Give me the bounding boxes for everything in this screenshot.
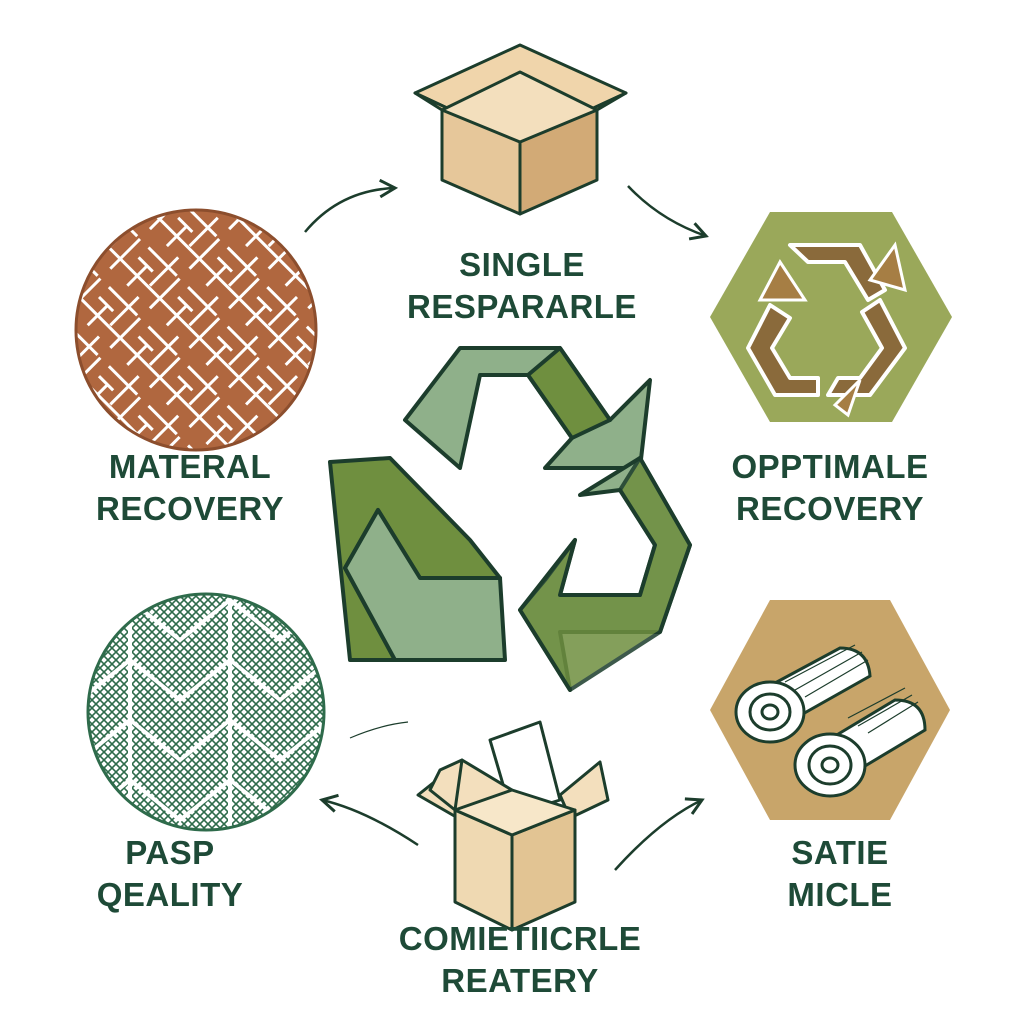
label-material-recovery: MATERAL RECOVERY xyxy=(40,446,340,530)
label-comieticrle-reatery: COMIETIICRLE REATERY xyxy=(330,918,710,1002)
label-pasp-line2: QEALITY xyxy=(96,876,244,913)
label-material-line2: RECOVERY xyxy=(96,490,284,527)
label-optimale-line2: RECOVERY xyxy=(736,490,924,527)
label-pasp-line1: PASP xyxy=(125,834,215,871)
arrow-comie-to-satie xyxy=(614,797,705,871)
arrow-material-to-box xyxy=(304,178,399,233)
paper-rolls-hexagon-icon xyxy=(710,600,950,820)
herringbone-mesh-circle xyxy=(86,592,326,832)
cycle-arrows xyxy=(304,178,709,871)
label-single-resparable: SINGLE RESPARARLE xyxy=(372,244,672,328)
label-satie-line1: SATIE xyxy=(791,834,889,871)
label-material-line1: MATERAL xyxy=(108,448,272,485)
label-satie-line2: MICLE xyxy=(787,876,893,913)
label-optimale-recovery: OPPTIMALE RECOVERY xyxy=(680,446,980,530)
faint-arrow-line xyxy=(349,721,409,739)
arrow-box-to-optimale xyxy=(627,185,709,241)
label-comie-line1: COMIETIICRLE xyxy=(398,920,642,957)
cardboard-box-icon xyxy=(413,43,628,216)
label-single-line1: SINGLE xyxy=(459,246,585,283)
recycle-hexagon-icon xyxy=(710,212,952,422)
label-satie-micle: SATIE MICLE xyxy=(710,832,970,916)
arrow-comie-to-pasp xyxy=(318,793,419,847)
recycle-symbol-icon xyxy=(328,346,692,692)
open-box-icon xyxy=(416,720,610,932)
label-pasp-qeality: PASP QEALITY xyxy=(40,832,300,916)
label-single-line2: RESPARARLE xyxy=(407,288,637,325)
label-optimale-line1: OPPTIMALE xyxy=(731,448,929,485)
brick-pattern-circle xyxy=(74,208,318,452)
label-comie-line2: REATERY xyxy=(441,962,599,999)
